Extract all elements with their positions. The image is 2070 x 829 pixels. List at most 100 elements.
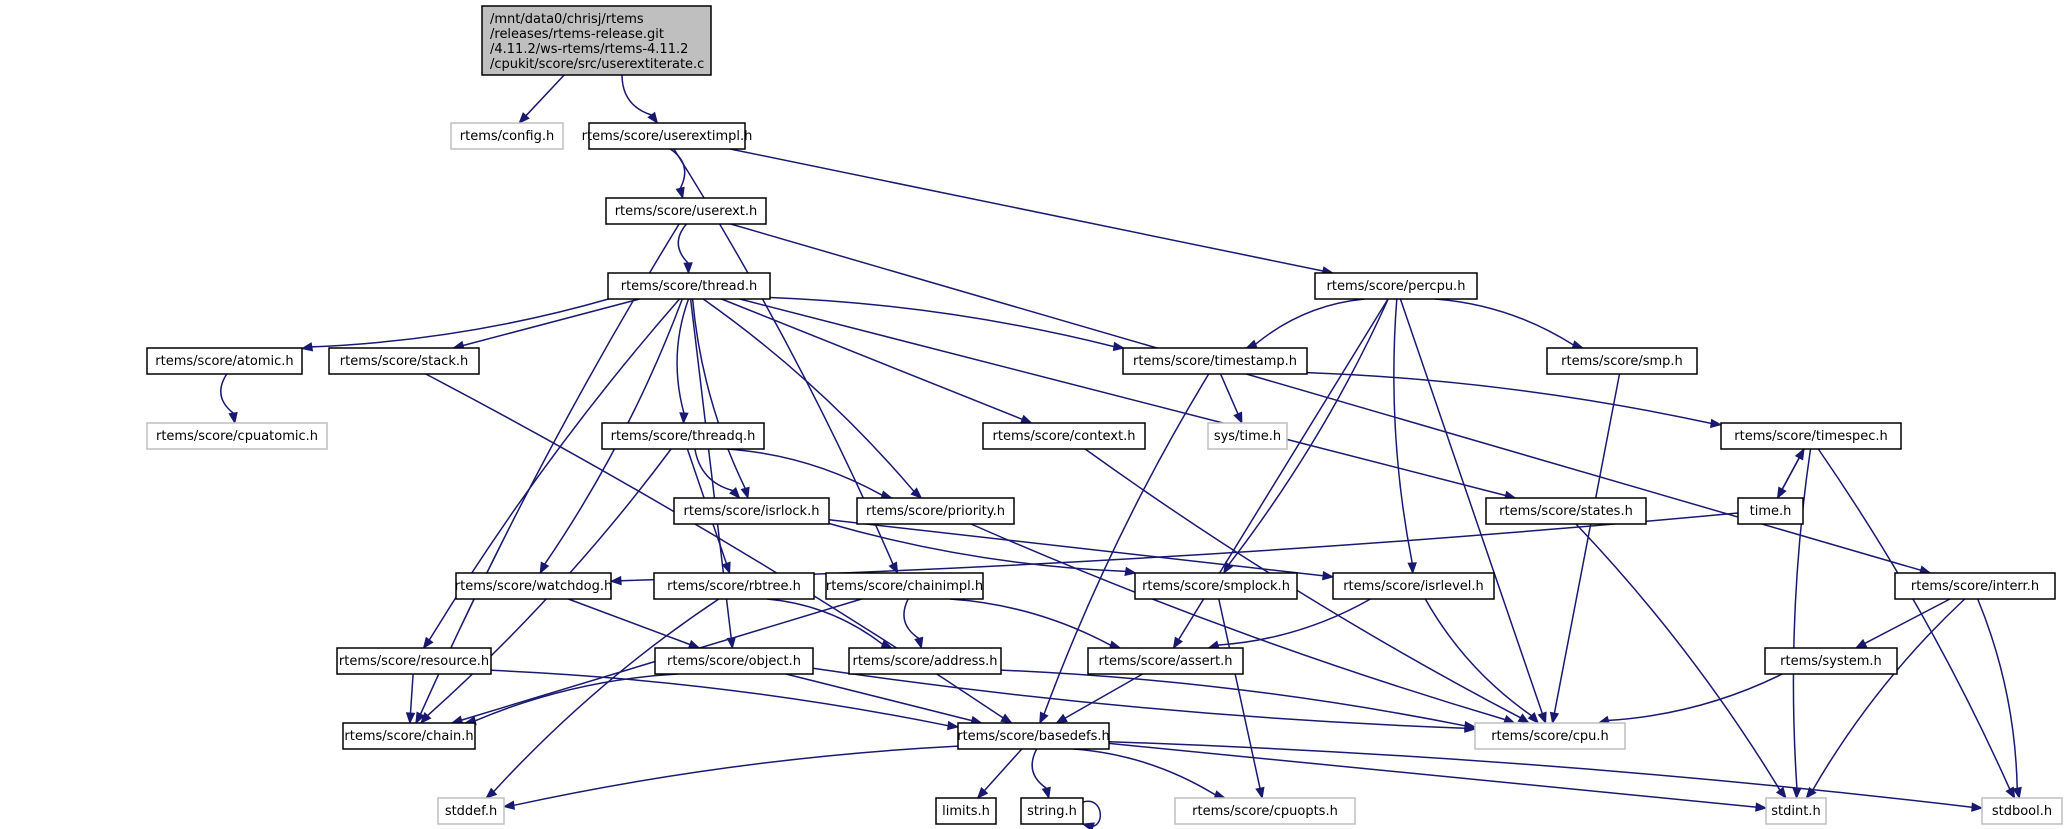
node-chainimpl[interactable]: rtems/score/chainimpl.h	[825, 572, 984, 600]
node-box	[1314, 272, 1478, 300]
edge-chainimpl-to-assert	[949, 598, 1122, 650]
node-box	[601, 422, 765, 450]
node-chain[interactable]: rtems/score/chain.h	[342, 722, 476, 750]
node-isrlock[interactable]: rtems/score/isrlock.h	[673, 497, 830, 525]
node-userext[interactable]: rtems/score/userext.h	[605, 197, 767, 225]
node-label: rtems/config.h	[460, 129, 554, 144]
node-box	[1737, 497, 1804, 525]
edge-rbtree-to-stddef	[485, 598, 720, 799]
arrowhead-icon	[419, 712, 432, 724]
node-box	[1764, 647, 1898, 675]
edge-chainimpl-to-address	[903, 598, 924, 650]
node-box	[342, 722, 476, 750]
node-atomic[interactable]: rtems/score/atomic.h	[146, 347, 303, 375]
node-stdbool: stdbool.h	[1981, 797, 2063, 825]
node-assert[interactable]: rtems/score/assert.h	[1087, 647, 1244, 675]
edge-isrlock-to-smplock	[828, 522, 1137, 577]
arrowhead-icon	[1055, 713, 1068, 724]
edge-line	[1977, 598, 2018, 789]
node-label: rtems/score/smp.h	[1561, 354, 1683, 369]
edge-line	[1000, 669, 1466, 727]
edge-thread-to-timestamp	[769, 296, 1126, 352]
edge-basedefs-to-stdbool	[1108, 740, 1984, 812]
node-system[interactable]: rtems/system.h	[1764, 647, 1898, 675]
node-limits[interactable]: limits.h	[935, 797, 997, 825]
edge-timeh-to-timespec	[1776, 447, 1805, 499]
node-interr[interactable]: rtems/score/interr.h	[1894, 572, 2056, 600]
node-string[interactable]: string.h	[1020, 797, 1084, 825]
nodes-layer: /mnt/data0/chrisj/rtems/releases/rtems-r…	[146, 5, 2063, 825]
node-thread[interactable]: rtems/score/thread.h	[607, 272, 771, 300]
node-states[interactable]: rtems/score/states.h	[1485, 497, 1647, 525]
arrowhead-icon	[422, 636, 434, 650]
arrowhead-icon	[1854, 638, 1868, 649]
node-userextimpl[interactable]: rtems/score/userextimpl.h	[582, 122, 753, 150]
arrowhead-icon	[1233, 411, 1243, 425]
edge-string-to-string	[1081, 800, 1102, 829]
arrowhead-icon	[1517, 713, 1531, 724]
node-box	[1087, 647, 1244, 675]
edge-object-to-basedefs	[785, 673, 983, 726]
arrowhead-icon	[976, 787, 989, 800]
edge-basedefs-to-stddef	[502, 745, 959, 810]
node-label-line: /mnt/data0/chrisj/rtems	[490, 12, 644, 27]
node-cpuopts: rtems/score/cpuopts.h	[1174, 797, 1356, 825]
node-address[interactable]: rtems/score/address.h	[848, 647, 1002, 675]
edge-smplock-to-cpuopts	[1218, 598, 1265, 800]
arrowhead-icon	[683, 262, 693, 275]
node-label: rtems/score/userextimpl.h	[582, 129, 753, 144]
edge-threadq-to-isrlock	[694, 448, 741, 499]
node-label: rtems/score/thread.h	[621, 279, 758, 294]
edge-line	[1084, 448, 1521, 719]
node-object[interactable]: rtems/score/object.h	[654, 647, 814, 675]
edge-line	[568, 598, 691, 646]
arrowhead-icon	[947, 720, 960, 731]
node-label: rtems/score/threadq.h	[611, 429, 756, 444]
arrowhead-icon	[518, 112, 530, 124]
arrowhead-icon	[1775, 786, 1787, 800]
arrowhead-icon	[675, 186, 685, 200]
node-box	[1174, 797, 1356, 825]
edge-address-to-cpu	[1000, 669, 1477, 731]
node-priority[interactable]: rtems/score/priority.h	[856, 497, 1015, 525]
node-timeh[interactable]: time.h	[1737, 497, 1804, 525]
node-label: rtems/score/atomic.h	[155, 354, 293, 369]
node-label: rtems/score/resource.h	[339, 654, 489, 669]
node-box	[455, 572, 612, 600]
node-threadq[interactable]: rtems/score/threadq.h	[601, 422, 765, 450]
edge-basedefs-to-cpuopts	[1073, 748, 1227, 800]
node-rbtree[interactable]: rtems/score/rbtree.h	[653, 572, 815, 600]
edge-line	[949, 598, 1111, 646]
edge-line	[1811, 598, 1966, 791]
node-watchdog[interactable]: rtems/score/watchdog.h	[455, 572, 612, 600]
node-root[interactable]: /mnt/data0/chrisj/rtems/releases/rtems-r…	[481, 5, 712, 76]
node-context[interactable]: rtems/score/context.h	[982, 422, 1146, 450]
arrowhead-icon	[679, 412, 689, 425]
node-percpu[interactable]: rtems/score/percpu.h	[1314, 272, 1478, 300]
edge-basedefs-to-limits	[976, 748, 1023, 800]
node-smp[interactable]: rtems/score/smp.h	[1546, 347, 1698, 375]
node-box	[982, 422, 1146, 450]
node-label: sys/time.h	[1214, 429, 1281, 444]
node-label-line: /cpukit/score/src/userextiterate.c	[490, 57, 704, 72]
node-smplock[interactable]: rtems/score/smplock.h	[1134, 572, 1298, 600]
node-label: stdbool.h	[1992, 804, 2052, 819]
node-label: stdint.h	[1771, 804, 1820, 819]
node-box	[935, 797, 997, 825]
edge-percpu-to-timestamp	[1245, 298, 1365, 349]
edge-line	[474, 673, 678, 722]
node-basedefs[interactable]: rtems/score/basedefs.h	[957, 722, 1110, 750]
node-timestamp[interactable]: rtems/score/timestamp.h	[1122, 347, 1308, 375]
node-stddef: stddef.h	[437, 797, 505, 825]
arrowhead-icon	[502, 800, 515, 810]
edge-line	[1399, 298, 1544, 714]
node-resource[interactable]: rtems/score/resource.h	[336, 647, 492, 675]
arrowhead-icon	[2005, 786, 2016, 800]
node-label: rtems/score/address.h	[852, 654, 997, 669]
node-isrlevel[interactable]: rtems/score/isrlevel.h	[1332, 572, 1495, 600]
edge-thread-to-stack	[452, 298, 640, 350]
node-timespec[interactable]: rtems/score/timespec.h	[1720, 422, 1902, 450]
edge-thread-to-threadq	[676, 298, 690, 425]
edge-percpu-to-cpu	[1399, 298, 1547, 725]
node-stack[interactable]: rtems/score/stack.h	[328, 347, 480, 375]
